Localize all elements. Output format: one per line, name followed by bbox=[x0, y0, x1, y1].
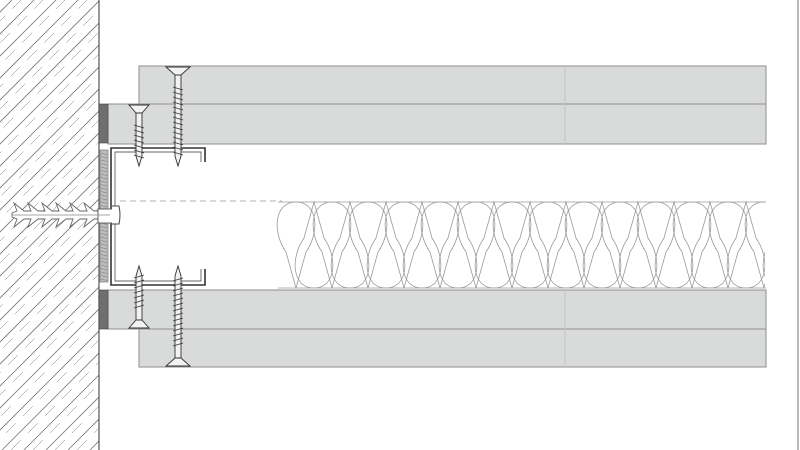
gypsum-boards-lower bbox=[107, 289, 767, 368]
drywall-screw-upper-short bbox=[128, 104, 150, 168]
steel-u-channel bbox=[110, 147, 206, 286]
drywall-screw-lower-long bbox=[164, 264, 192, 367]
gypsum-boards-upper bbox=[107, 65, 767, 145]
board-outer-lower bbox=[138, 328, 767, 368]
board-inner-upper bbox=[107, 103, 767, 145]
wall-plug bbox=[11, 201, 121, 229]
drywall-screw-upper-long bbox=[164, 66, 192, 168]
board-outer-upper bbox=[138, 65, 767, 105]
board-inner-lower bbox=[107, 289, 767, 330]
seal-block-lower bbox=[98, 289, 109, 330]
mineral-wool-insulation bbox=[276, 200, 766, 289]
seal-block-upper bbox=[98, 103, 109, 144]
drywall-screw-lower-short bbox=[128, 264, 150, 329]
